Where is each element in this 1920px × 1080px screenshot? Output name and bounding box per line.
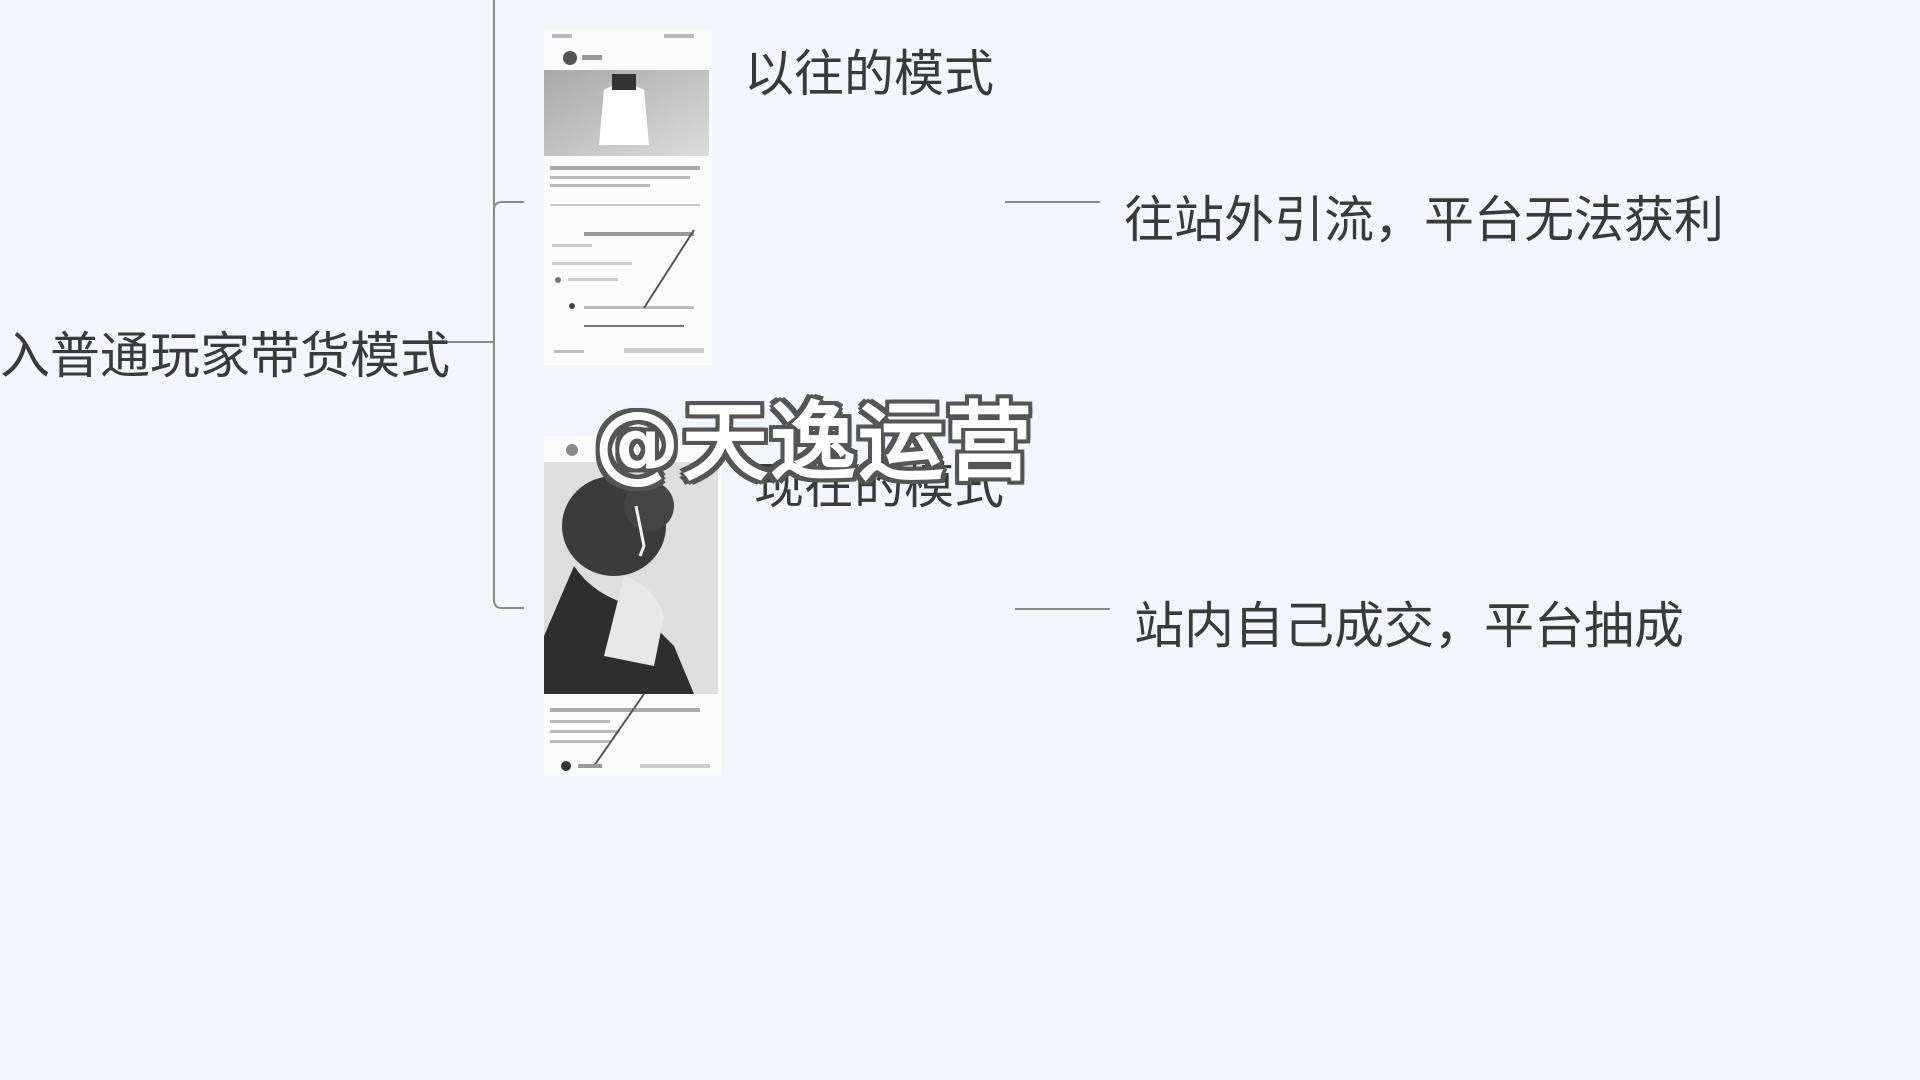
root-node-label: 入普通玩家带货模式 xyxy=(0,327,450,385)
branch-bracket xyxy=(493,0,524,609)
old-mode-label: 以往的模式 xyxy=(744,45,994,103)
phone-post-screenshot-icon xyxy=(544,30,712,365)
old-mode-leaf: 往站外引流，平台无法获利 xyxy=(1124,191,1724,249)
new-mode-leaf: 站内自己成交，平台抽成 xyxy=(1134,597,1684,655)
phone-post-screenshot-icon xyxy=(544,436,722,776)
old-mode-screenshot xyxy=(544,30,712,365)
new-mode-label: 现在的模式 xyxy=(754,457,1004,515)
new-mode-screenshot xyxy=(544,436,722,776)
watermark-text: @天逸运营 xyxy=(594,393,1034,493)
branch-bracket-upper xyxy=(493,201,524,211)
